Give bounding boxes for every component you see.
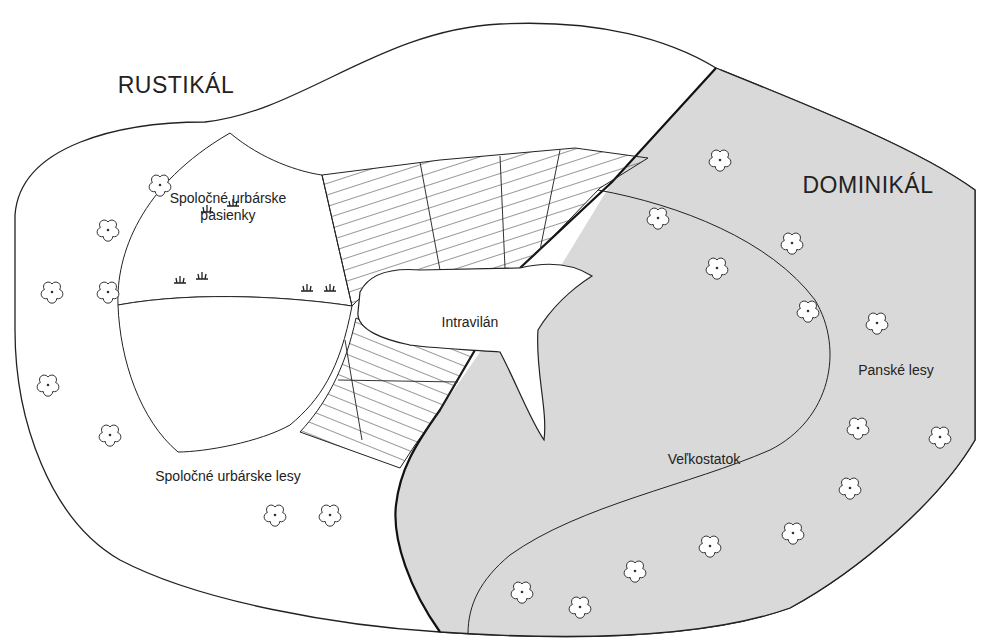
tree-symbol xyxy=(37,375,59,396)
tree-symbol xyxy=(797,301,819,322)
tree-symbol xyxy=(939,436,942,439)
pasture-symbol xyxy=(227,199,239,206)
tree-symbol xyxy=(847,418,869,439)
tree-symbol xyxy=(782,523,804,544)
tree-symbol xyxy=(876,322,879,325)
tree-symbol xyxy=(329,514,332,517)
tree-symbol xyxy=(107,291,110,294)
tree-symbol xyxy=(791,242,794,245)
tree-symbol xyxy=(99,425,121,446)
tree-symbol xyxy=(839,478,861,499)
tree-symbol xyxy=(929,427,951,448)
tree-symbol xyxy=(109,434,112,437)
tree-symbol xyxy=(51,291,54,294)
tree-symbol xyxy=(657,217,660,220)
tree-symbol xyxy=(716,267,719,270)
region-heading: RUSTIKÁL xyxy=(118,72,234,100)
region-label: Panské lesy xyxy=(858,362,933,379)
pasture-symbol xyxy=(201,205,213,212)
tree-symbol xyxy=(719,159,722,162)
tree-symbol xyxy=(107,229,110,232)
region-label: Veľkostatok xyxy=(668,451,741,468)
tree-symbol xyxy=(634,570,637,573)
tree-symbol xyxy=(97,220,119,241)
region-label: Intravilán xyxy=(442,314,499,331)
tree-symbol xyxy=(149,175,171,196)
tree-symbol xyxy=(781,233,803,254)
strip-divider xyxy=(420,150,560,270)
pasture-area xyxy=(118,133,352,306)
pasture-symbol xyxy=(301,284,313,291)
tree-symbol xyxy=(521,591,524,594)
tree-symbol xyxy=(709,150,731,171)
pasture-symbol xyxy=(324,284,336,291)
strip-divider xyxy=(338,340,458,440)
tree-symbol xyxy=(699,536,721,557)
dominikal-area xyxy=(395,68,975,636)
tree-symbol xyxy=(866,313,888,334)
tree-symbol xyxy=(792,532,795,535)
pasture-symbol xyxy=(174,276,186,283)
tree-symbol xyxy=(624,561,646,582)
tree-symbol xyxy=(41,282,63,303)
pasture-symbol xyxy=(196,272,208,279)
tree-symbol xyxy=(849,487,852,490)
region-heading: DOMINIKÁL xyxy=(802,172,933,200)
region-label: Spoločné urbárske pasienky xyxy=(158,190,298,224)
tree-symbol xyxy=(274,514,277,517)
tree-symbol xyxy=(511,582,533,603)
tree-symbol xyxy=(706,258,728,279)
tree-symbol xyxy=(647,208,669,229)
tree-symbol xyxy=(159,184,162,187)
village-area xyxy=(358,264,592,440)
tree-symbol xyxy=(319,505,341,526)
tree-symbol xyxy=(569,597,591,618)
tree-symbol xyxy=(579,606,582,609)
tree-symbol xyxy=(264,505,286,526)
tree-symbol xyxy=(857,427,860,430)
cadastre-outline xyxy=(15,23,975,636)
region-label: Spoločné urbárske lesy xyxy=(155,468,301,485)
tree-symbol xyxy=(47,384,50,387)
tree-symbol xyxy=(709,545,712,548)
tree-symbol xyxy=(807,310,810,313)
tree-symbol xyxy=(97,282,119,303)
